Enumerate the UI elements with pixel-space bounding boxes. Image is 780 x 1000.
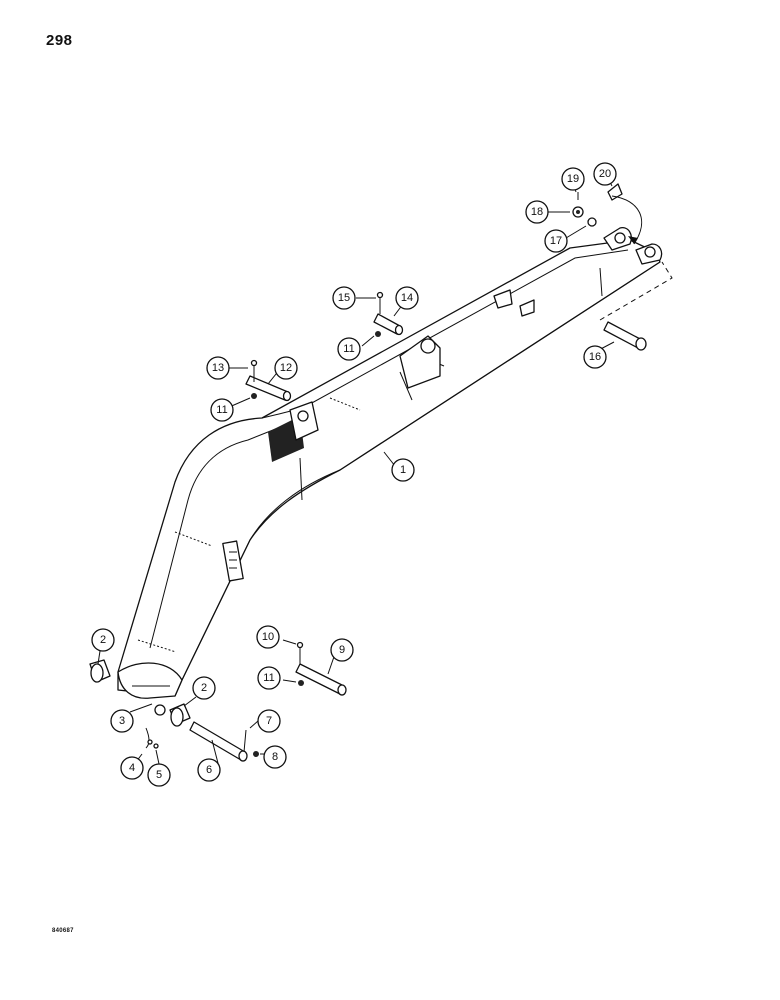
svg-text:4: 4 — [129, 762, 135, 774]
svg-text:11: 11 — [216, 404, 227, 416]
callout-20: 20 — [593, 162, 617, 186]
callout-19: 19 — [561, 167, 585, 191]
callout-14: 14 — [395, 286, 419, 310]
bolt-10-head — [296, 641, 304, 649]
bushing-right — [169, 703, 191, 727]
svg-text:7: 7 — [266, 715, 272, 727]
svg-text:18: 18 — [531, 206, 543, 218]
pin-16-alignment-line — [599, 261, 673, 321]
svg-text:1: 1 — [400, 464, 406, 476]
callout-18: 18 — [525, 200, 549, 224]
callout-1: 1 — [391, 458, 415, 482]
callout-5: 5 — [147, 763, 171, 787]
callout-8: 8 — [263, 745, 287, 769]
callout-4: 4 — [120, 756, 144, 780]
svg-text:11: 11 — [343, 343, 354, 355]
callout-11-upper-left: 11 — [210, 398, 234, 422]
svg-text:2: 2 — [201, 682, 207, 694]
pin-16 — [603, 321, 647, 351]
bolt-15-head — [376, 291, 384, 299]
svg-text:10: 10 — [262, 631, 274, 643]
callout-6: 6 — [197, 758, 221, 782]
image-code: 840687 — [52, 928, 74, 934]
callout-9: 9 — [330, 638, 354, 662]
pin-12 — [245, 375, 292, 402]
pin-6 — [189, 721, 248, 762]
callout-11-upper: 11 — [337, 337, 361, 361]
callout-12: 12 — [274, 356, 298, 380]
bolt-7 — [243, 729, 247, 753]
svg-text:3: 3 — [119, 715, 125, 727]
svg-text:11: 11 — [263, 672, 274, 684]
svg-text:6: 6 — [206, 764, 212, 776]
svg-text:13: 13 — [212, 362, 224, 374]
nut-11-upper-left — [251, 393, 257, 399]
svg-text:20: 20 — [599, 168, 611, 180]
item-20 — [607, 183, 623, 201]
pin-9 — [295, 663, 347, 696]
callout-13: 13 — [206, 356, 230, 380]
grease-fitting — [154, 704, 166, 716]
svg-text:9: 9 — [339, 644, 345, 656]
item-17 — [587, 217, 597, 227]
bushing-left — [89, 659, 111, 683]
svg-text:14: 14 — [401, 292, 413, 304]
svg-text:8: 8 — [272, 751, 278, 763]
svg-text:19: 19 — [567, 173, 579, 185]
svg-text:16: 16 — [589, 351, 601, 363]
callout-2-right: 2 — [192, 676, 216, 700]
svg-text:17: 17 — [550, 235, 562, 247]
bolt-13-head — [250, 359, 258, 367]
fitting-line — [145, 727, 150, 749]
nut-11-lower — [298, 680, 304, 686]
callout-10: 10 — [256, 625, 280, 649]
fitting-5 — [153, 743, 159, 749]
callout-3: 3 — [110, 709, 134, 733]
callout-11-lower: 11 — [257, 666, 281, 690]
svg-text:15: 15 — [338, 292, 350, 304]
nut-8 — [253, 751, 259, 757]
page-number: 298 — [46, 32, 73, 49]
item-20-path — [611, 195, 643, 245]
svg-text:2: 2 — [100, 634, 106, 646]
boom-body — [117, 227, 663, 699]
item-18-hole — [576, 210, 580, 214]
callout-16: 16 — [583, 345, 607, 369]
svg-text:12: 12 — [280, 362, 292, 374]
nut-11-upper — [375, 331, 381, 337]
fitting-4 — [147, 739, 153, 745]
callout-7: 7 — [257, 709, 281, 733]
callout-17: 17 — [544, 229, 568, 253]
callout-2-left: 2 — [91, 628, 115, 652]
svg-text:5: 5 — [156, 769, 162, 781]
callout-15: 15 — [332, 286, 356, 310]
pin-14 — [373, 313, 404, 336]
